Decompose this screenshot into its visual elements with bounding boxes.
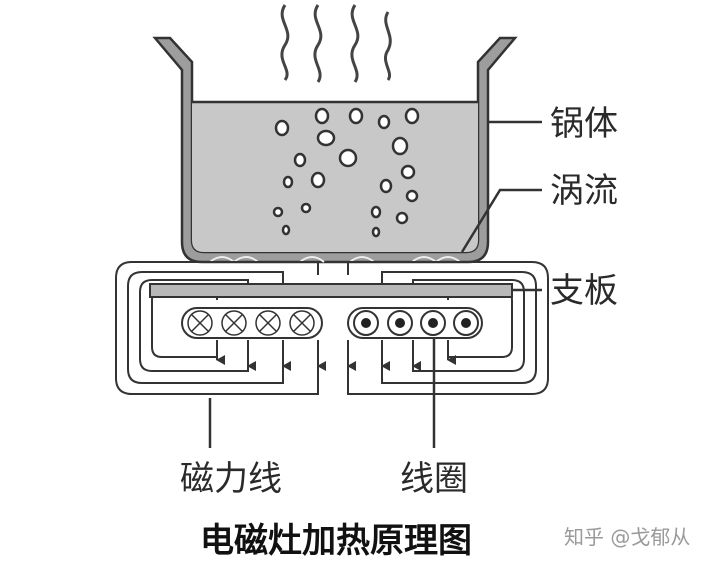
bubble xyxy=(338,148,358,168)
label-support: 支板 xyxy=(550,271,618,311)
bubble xyxy=(316,129,336,147)
support-plate xyxy=(149,283,513,298)
field-line xyxy=(127,271,284,384)
field-line xyxy=(139,279,249,372)
steam-line xyxy=(383,11,392,81)
diagram-caption: 电磁灶加热原理图 xyxy=(200,521,472,561)
field-arrows xyxy=(216,340,456,371)
bubble xyxy=(348,107,364,125)
label-eddy: 涡流 xyxy=(550,171,618,211)
steam-line xyxy=(350,4,360,83)
label-coil: 线圈 xyxy=(400,459,468,499)
label-pot: 锅体 xyxy=(550,104,618,144)
field-line xyxy=(347,261,549,395)
coil-turn-cross xyxy=(289,310,315,336)
leader-lines xyxy=(208,120,542,448)
bubble xyxy=(377,114,391,130)
bubble xyxy=(281,224,291,236)
steam-line xyxy=(313,4,323,83)
bubble xyxy=(391,136,409,156)
coil-turn-cross xyxy=(221,310,247,336)
bubble xyxy=(400,164,416,180)
bubble xyxy=(310,171,326,189)
field-lines-left xyxy=(115,261,319,395)
field-line xyxy=(115,261,319,395)
bubble xyxy=(371,226,381,238)
bubble xyxy=(274,119,290,137)
coil-right xyxy=(347,307,483,339)
pot xyxy=(152,36,518,264)
bubble xyxy=(370,205,382,219)
watermark: 知乎 @戈郁从 xyxy=(564,525,690,549)
bubble xyxy=(300,202,312,214)
coil-turn-cross xyxy=(187,310,213,336)
coil-housing xyxy=(347,307,483,339)
bubble xyxy=(395,211,409,225)
eddy-swirl xyxy=(299,256,325,263)
eddy-swirl xyxy=(349,256,375,263)
bubble xyxy=(272,206,284,218)
bubble xyxy=(282,175,294,189)
coil-turn-dot xyxy=(353,310,379,336)
field-line xyxy=(412,279,525,372)
coil-turn-dot xyxy=(387,310,413,336)
bubble xyxy=(404,107,420,125)
coil-turn-dot xyxy=(420,310,446,336)
bubble xyxy=(405,189,419,203)
coil-turn-dot xyxy=(453,310,479,336)
coil-left xyxy=(181,307,323,339)
bubble xyxy=(314,107,330,125)
coil-turn-cross xyxy=(255,310,281,336)
coil-housing xyxy=(181,307,323,339)
label-field-lines: 磁力线 xyxy=(180,459,282,499)
bubbles xyxy=(272,107,420,238)
bubble xyxy=(293,152,307,168)
steam-lines xyxy=(280,4,392,83)
bubble xyxy=(379,178,393,194)
leader-eddy xyxy=(460,188,542,253)
field-line xyxy=(381,271,537,384)
steam-line xyxy=(280,4,290,81)
water xyxy=(192,102,478,252)
